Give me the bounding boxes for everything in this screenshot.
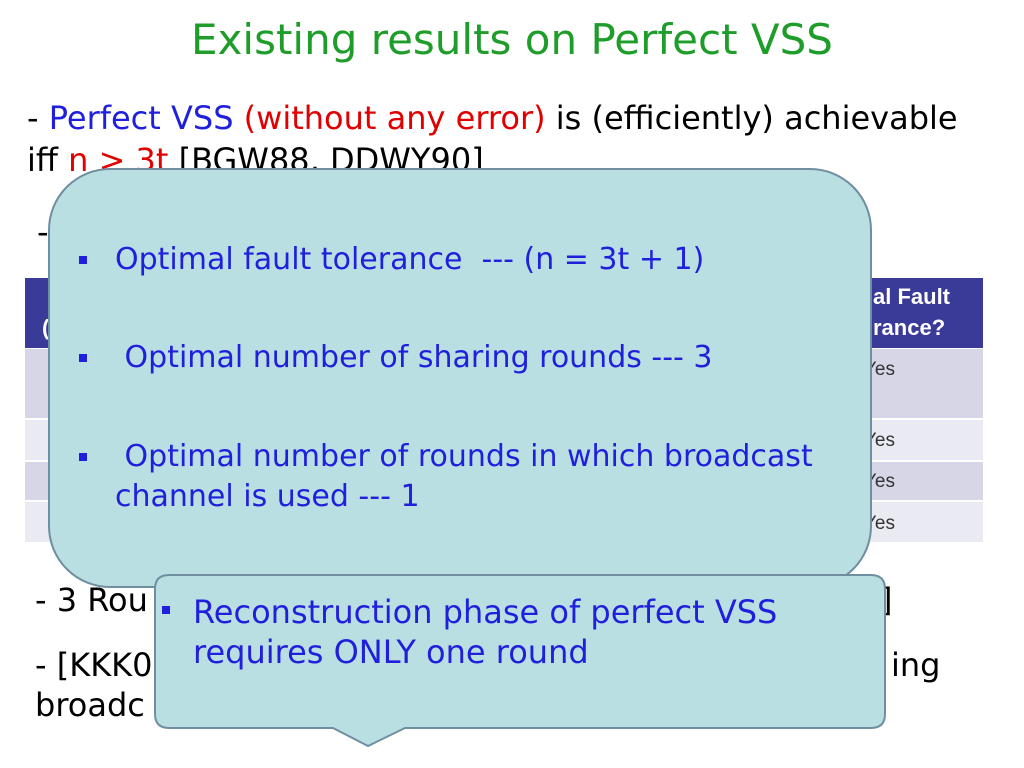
header-right-line-1: al Fault bbox=[873, 284, 951, 309]
callout-pointer-shape bbox=[154, 574, 886, 748]
callout-bullet-text: Optimal number of sharing rounds --- 3 bbox=[115, 340, 713, 375]
lower-line-3-left-fragment: broadc bbox=[35, 686, 145, 724]
header-left-fragment: ( bbox=[42, 315, 50, 340]
reconstruction-callout: Reconstruction phase of perfect VSS requ… bbox=[150, 570, 890, 752]
callout-bullet-text: Optimal number of rounds in which broadc… bbox=[115, 439, 823, 514]
square-bullet-icon bbox=[162, 606, 170, 614]
main-callout: Optimal fault tolerance --- (n = 3t + 1)… bbox=[48, 168, 872, 588]
intro-qualifier: (without any error) bbox=[233, 99, 546, 137]
header-right-line-2: rance? bbox=[873, 315, 946, 340]
square-bullet-icon bbox=[79, 453, 87, 461]
intro-iff: iff bbox=[27, 141, 69, 179]
intro-rest: is (efficiently) achievable bbox=[545, 99, 958, 137]
slide-title: Existing results on Perfect VSS bbox=[191, 15, 833, 64]
intro-dash: - bbox=[27, 99, 49, 137]
callout-bullet-text: Reconstruction phase of perfect VSS requ… bbox=[193, 593, 788, 671]
hidden-line-dash-fragment: - bbox=[37, 213, 49, 251]
callout-shape-with-pointer bbox=[154, 574, 886, 748]
square-bullet-icon bbox=[79, 256, 87, 264]
callout-bullet-text: Optimal fault tolerance --- (n = 3t + 1) bbox=[115, 242, 705, 277]
intro-line-1: - Perfect VSS (without any error) is (ef… bbox=[27, 97, 958, 139]
lower-line-2-left-fragment: - [KKK0 bbox=[35, 646, 153, 684]
intro-term-perfect-vss: Perfect VSS bbox=[48, 99, 234, 137]
lower-line-2-right-fragment: ing bbox=[891, 646, 941, 684]
square-bullet-icon bbox=[79, 354, 87, 362]
header-right-fragment: al Fault rance? bbox=[873, 281, 950, 343]
